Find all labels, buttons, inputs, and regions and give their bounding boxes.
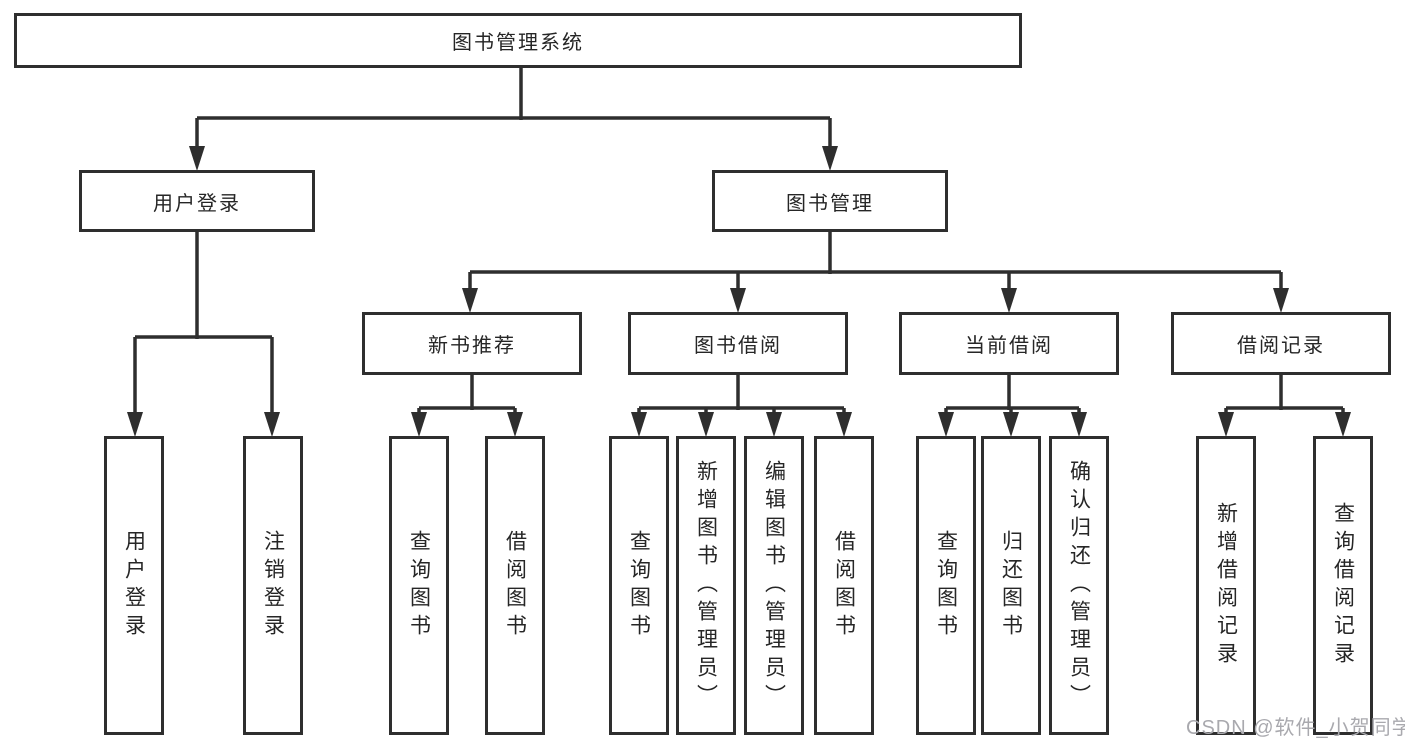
- leaf-borrow-books-recommend: 借阅图书: [485, 436, 545, 735]
- leaf-edit-book-admin: 编辑图书（管理员）: [744, 436, 804, 735]
- node-book-borrowing: 图书借阅: [628, 312, 848, 375]
- node-book-management: 图书管理: [712, 170, 948, 232]
- leaf-confirm-return-admin: 确认归还（管理员）: [1049, 436, 1109, 735]
- node-user-login: 用户登录: [79, 170, 315, 232]
- leaf-query-books-current: 查询图书: [916, 436, 976, 735]
- leaf-return-books: 归还图书: [981, 436, 1041, 735]
- leaf-query-books-borrowing: 查询图书: [609, 436, 669, 735]
- leaf-query-books-recommend: 查询图书: [389, 436, 449, 735]
- node-current-borrowing: 当前借阅: [899, 312, 1119, 375]
- node-new-book-recommendation: 新书推荐: [362, 312, 582, 375]
- leaf-query-borrow-record: 查询借阅记录: [1313, 436, 1373, 735]
- csdn-watermark: CSDN @软件_小贺同学: [1186, 717, 1405, 739]
- leaf-user-login: 用户登录: [104, 436, 164, 735]
- leaf-add-borrow-record: 新增借阅记录: [1196, 436, 1256, 735]
- node-library-management-system: 图书管理系统: [14, 13, 1022, 68]
- node-borrowing-records: 借阅记录: [1171, 312, 1391, 375]
- leaf-logout: 注销登录: [243, 436, 303, 735]
- leaf-borrow-books-borrowing: 借阅图书: [814, 436, 874, 735]
- leaf-add-book-admin: 新增图书（管理员）: [676, 436, 736, 735]
